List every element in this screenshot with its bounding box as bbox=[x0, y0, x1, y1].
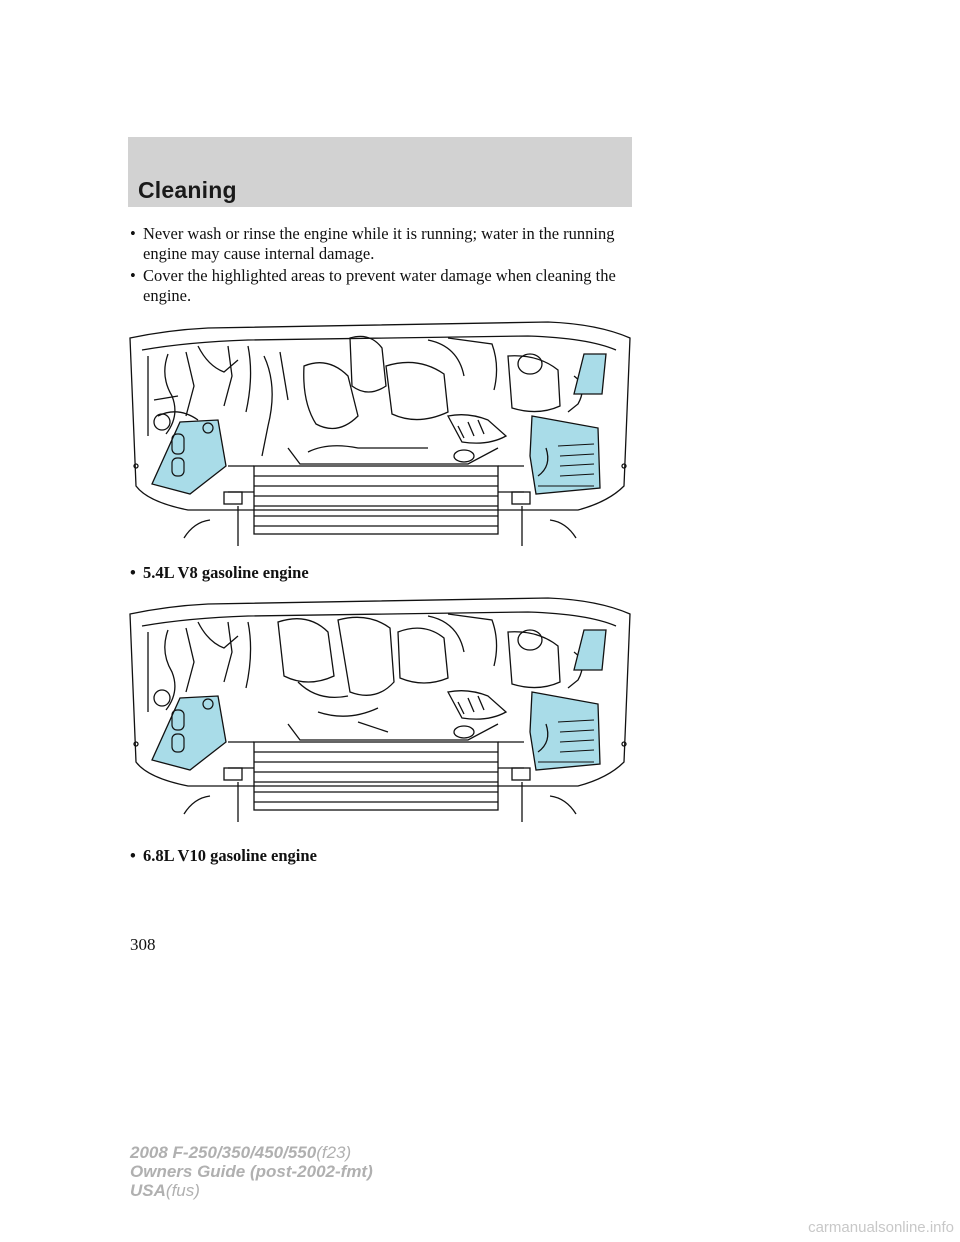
bullet-item: • Cover the highlighted areas to prevent… bbox=[130, 266, 630, 306]
watermark[interactable]: carmanualsonline.info bbox=[808, 1219, 954, 1236]
engine-diagram-5-4l bbox=[128, 316, 632, 556]
section-title: Cleaning bbox=[138, 177, 237, 203]
bullet-item: • Never wash or rinse the engine while i… bbox=[130, 224, 630, 264]
bullet-symbol: • bbox=[130, 266, 136, 285]
section-header-band: Cleaning bbox=[128, 137, 632, 207]
bullet-symbol: • bbox=[130, 846, 136, 865]
footer-guide: Owners Guide (post-2002-fmt) bbox=[130, 1162, 373, 1181]
engine-diagram-6-8l bbox=[128, 592, 632, 832]
bullet-text: Never wash or rinse the engine while it … bbox=[143, 224, 615, 263]
page-number: 308 bbox=[130, 935, 156, 954]
document-footer: 2008 F-250/350/450/550(f23) Owners Guide… bbox=[130, 1143, 373, 1200]
figure-caption: • 5.4L V8 gasoline engine bbox=[130, 563, 309, 582]
figure-caption: • 6.8L V10 gasoline engine bbox=[130, 846, 317, 865]
footer-model: 2008 F-250/350/450/550 bbox=[130, 1143, 317, 1162]
bullet-symbol: • bbox=[130, 563, 136, 582]
footer-model-code: (f23) bbox=[316, 1143, 352, 1162]
bullet-symbol: • bbox=[130, 224, 136, 243]
footer-market: USA bbox=[130, 1181, 166, 1200]
footer-market-code: (fus) bbox=[165, 1181, 200, 1200]
bullet-text: Cover the highlighted areas to prevent w… bbox=[143, 266, 616, 305]
